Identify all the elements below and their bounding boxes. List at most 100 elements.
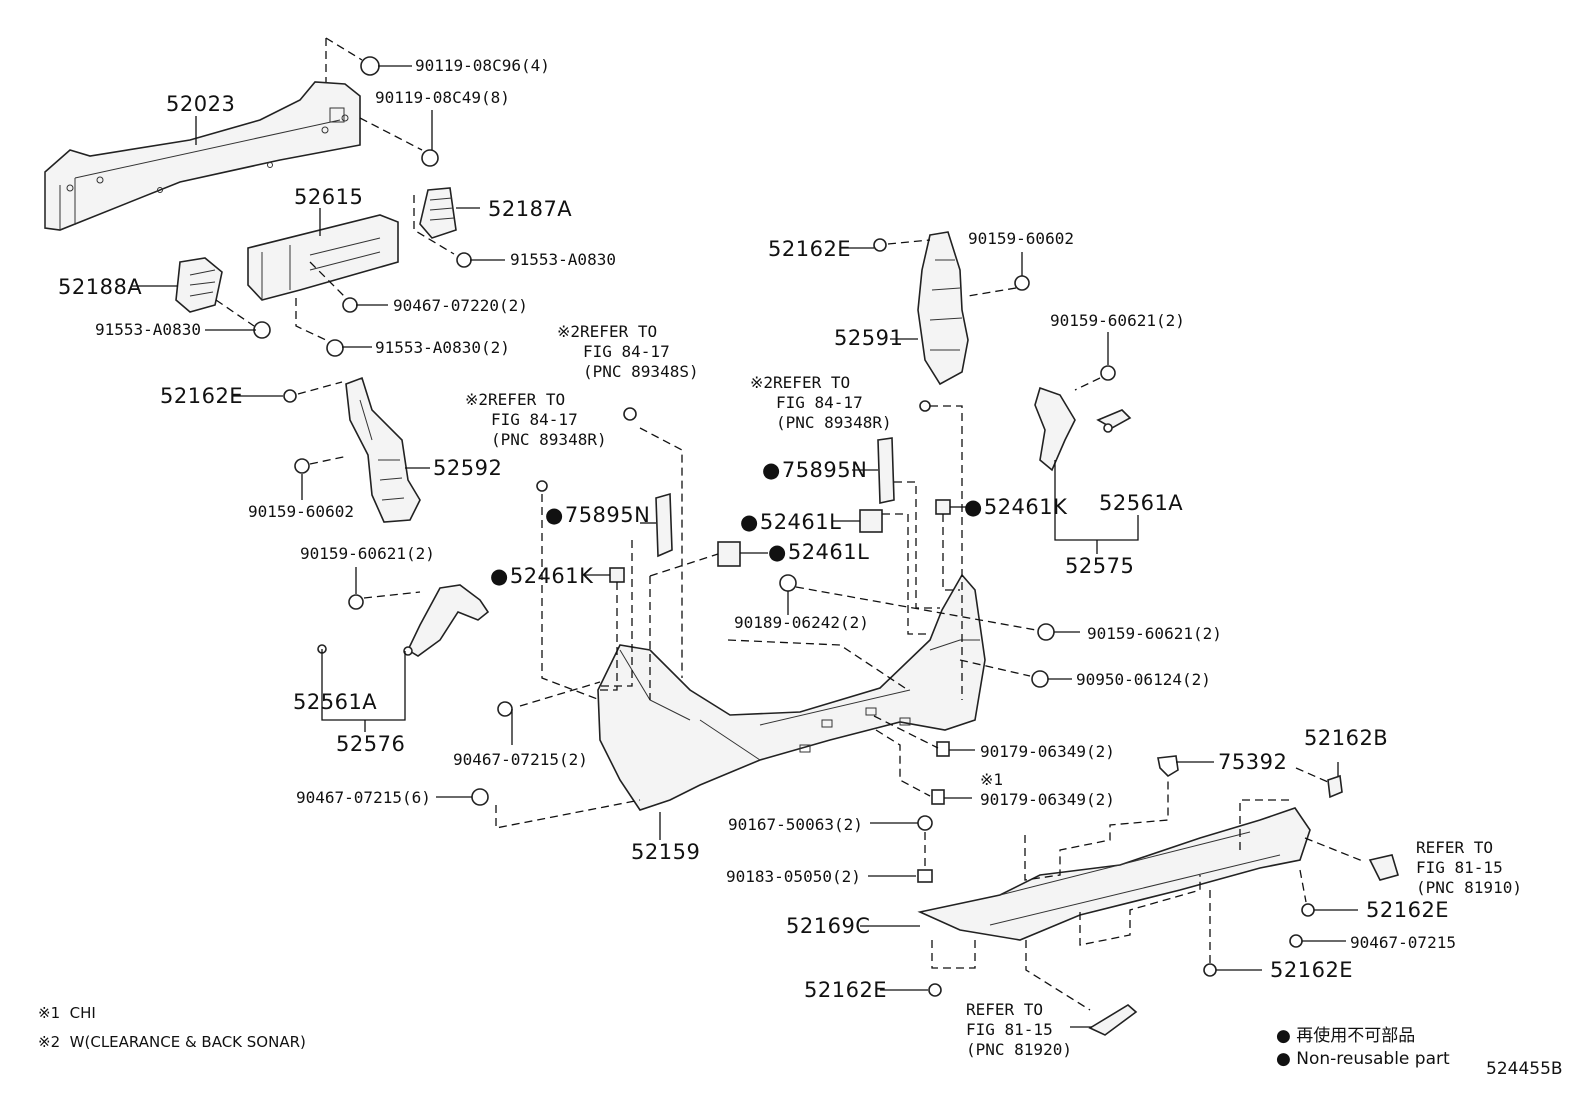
part-52591-retainer [917, 231, 969, 386]
part-52169C-lower-cover [917, 807, 1311, 941]
label-90159-60602-right: 90159-60602 [968, 229, 1074, 248]
footnote-mark: ※1 [38, 1004, 61, 1022]
label-52162E-right-lower: 52162E [1270, 958, 1354, 982]
part-52188A-spacer [175, 257, 223, 313]
label-90467-07215-2: 90467-07215(2) [453, 750, 588, 769]
part-75895N-left-reflector [655, 492, 673, 558]
ref-line-2: FIG 84-17 [776, 393, 863, 412]
label-52561A-right: 52561A [1099, 491, 1184, 515]
figure-id: 524455B [1486, 1059, 1563, 1079]
dashed-guide-lines [215, 37, 1366, 1011]
label-75392: 75392 [1218, 750, 1288, 774]
legend-dot-icon: ● [1276, 1026, 1291, 1046]
label-90119-08C49: 90119-08C49(8) [375, 88, 510, 107]
ref-line-3: (PNC 81910) [1416, 878, 1522, 897]
ref-line-3: (PNC 81920) [966, 1040, 1072, 1059]
part-52187A-spacer [419, 187, 457, 239]
label-52461K-right: 52461K [964, 497, 1067, 518]
part-52461L-left-pad [717, 541, 741, 567]
label-52162E-left: 52162E [160, 384, 244, 408]
part-52615-absorber [247, 214, 399, 301]
label-91553-A0830-left: 91553-A0830 [95, 320, 201, 339]
part-52162B-cap [1327, 774, 1343, 799]
fastener-icons [253, 56, 1315, 997]
part-52461K-right-pad [935, 499, 951, 515]
legend-text-en: Non-reusable part [1296, 1049, 1450, 1069]
part-ref-81920 [1088, 1004, 1138, 1036]
label-mark-1: ※1 [980, 770, 1004, 789]
legend-text-jp: 再使用不可部品 [1296, 1026, 1416, 1046]
ref-fig-84-17-89348R-left: ※2REFER TO FIG 84-17 (PNC 89348R) [465, 390, 607, 450]
ref-line-3: (PNC 89348R) [491, 430, 607, 449]
label-52461L-upper: 52461L [740, 512, 841, 533]
ref-line-1: ※2REFER TO [557, 322, 658, 341]
label-52023: 52023 [166, 92, 236, 116]
label-52461L-lower: 52461L [768, 542, 869, 563]
label-91553-A0830-2: 91553-A0830(2) [375, 338, 510, 357]
ref-fig-81-15-81920: REFER TO FIG 81-15 (PNC 81920) [966, 1000, 1072, 1060]
ref-fig-84-17-89348R-right: ※2REFER TO FIG 84-17 (PNC 89348R) [750, 373, 892, 433]
label-52159: 52159 [631, 840, 701, 864]
ref-line-1: ※2REFER TO [750, 373, 851, 392]
part-52461K-left-pad [609, 567, 625, 583]
footnote-text: CHI [69, 1004, 96, 1022]
label-75895N-right: 75895N [762, 460, 867, 481]
label-90189-06242: 90189-06242(2) [734, 613, 869, 632]
label-52561A-left: 52561A [293, 690, 378, 714]
label-52591: 52591 [834, 326, 904, 350]
ref-line-1: ※2REFER TO [465, 390, 566, 409]
part-52592-retainer [345, 376, 421, 523]
label-75895N-left: 75895N [545, 505, 650, 526]
label-90183-05050: 90183-05050(2) [726, 867, 861, 886]
label-90159-60602-left: 90159-60602 [248, 502, 354, 521]
label-90179-06349-lower: 90179-06349(2) [980, 790, 1115, 809]
label-90467-07215-6: 90467-07215(6) [296, 788, 431, 807]
label-90159-60621-mid: 90159-60621(2) [1087, 624, 1222, 643]
label-52592: 52592 [433, 456, 503, 480]
ref-fig-81-15-81910: REFER TO FIG 81-15 (PNC 81910) [1416, 838, 1522, 898]
leader-lines [132, 65, 1358, 1028]
label-91553-A0830-upper: 91553-A0830 [510, 250, 616, 269]
label-52576: 52576 [336, 732, 406, 756]
label-52169C: 52169C [786, 914, 871, 938]
label-90159-60621-left: 90159-60621(2) [300, 544, 435, 563]
legend-english: ● Non-reusable part [1276, 1051, 1450, 1068]
label-90467-07215-single: 90467-07215 [1350, 933, 1456, 952]
legend-dot-icon: ● [1276, 1049, 1291, 1069]
label-52162E-bottom-left: 52162E [804, 978, 888, 1002]
part-52561A-right-bracket [1034, 386, 1132, 472]
label-52575: 52575 [1065, 554, 1135, 578]
footnote-text: W(CLEARANCE & BACK SONAR) [69, 1033, 306, 1051]
footnote-mark: ※2 [38, 1033, 61, 1051]
label-90167-50063: 90167-50063(2) [728, 815, 863, 834]
label-90119-08C96: 90119-08C96(4) [415, 56, 550, 75]
ref-line-3: (PNC 89348R) [776, 413, 892, 432]
label-52188A: 52188A [58, 275, 143, 299]
part-52561A-left-bracket [406, 584, 490, 657]
label-52461K-left: 52461K [490, 566, 593, 587]
ref-line-2: FIG 84-17 [583, 342, 670, 361]
ref-line-1: REFER TO [1416, 838, 1494, 857]
part-52461L-right-pad [859, 509, 883, 533]
label-90467-07220: 90467-07220(2) [393, 296, 528, 315]
part-52023-reinforcement [44, 81, 361, 231]
label-52162E-right-upper: 52162E [1366, 898, 1450, 922]
label-52615: 52615 [294, 185, 364, 209]
ref-line-2: FIG 84-17 [491, 410, 578, 429]
label-52162E-upper: 52162E [768, 237, 852, 261]
footnote-2: ※2 W(CLEARANCE & BACK SONAR) [38, 1035, 306, 1050]
ref-line-2: FIG 81-15 [1416, 858, 1503, 877]
label-52187A: 52187A [488, 197, 573, 221]
label-90950-06124: 90950-06124(2) [1076, 670, 1211, 689]
ref-line-3: (PNC 89348S) [583, 362, 699, 381]
label-90179-06349-upper: 90179-06349(2) [980, 742, 1115, 761]
label-90159-60621-upper: 90159-60621(2) [1050, 311, 1185, 330]
ref-line-2: FIG 81-15 [966, 1020, 1053, 1039]
ref-line-1: REFER TO [966, 1000, 1044, 1019]
ref-fig-84-17-89348S: ※2REFER TO FIG 84-17 (PNC 89348S) [557, 322, 699, 382]
label-52162B: 52162B [1304, 726, 1389, 750]
part-75895N-right-reflector [877, 437, 895, 504]
legend-japanese: ● 再使用不可部品 [1276, 1028, 1415, 1045]
footnote-1: ※1 CHI [38, 1006, 96, 1021]
